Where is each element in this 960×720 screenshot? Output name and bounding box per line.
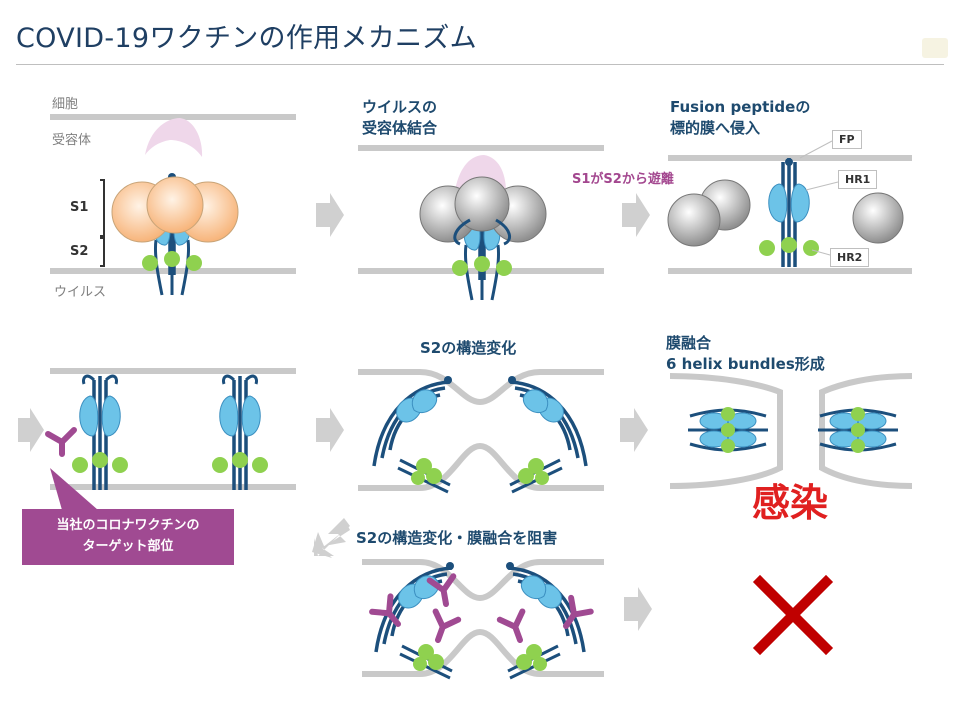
panel-fusion-inhibition xyxy=(362,559,604,680)
s1-brace xyxy=(100,179,105,237)
step-membrane-fusion-line1: 膜融合 xyxy=(666,334,712,352)
s1-subunit xyxy=(146,176,204,234)
vaccine-target-line2: ターゲット部位 xyxy=(82,539,174,554)
blocked-cross-icon xyxy=(752,574,834,656)
receptor-shape xyxy=(145,118,203,157)
title-divider xyxy=(16,64,944,65)
panel-vaccine-target-site xyxy=(45,368,296,510)
label-cell: 細胞 xyxy=(52,97,79,112)
step-receptor-binding-line1: ウイルスの xyxy=(362,98,438,116)
label-s1: S1 xyxy=(70,200,89,215)
step-fusion-peptide-line1: Fusion peptideの xyxy=(670,98,811,116)
step-fusion-inhibition: S2の構造変化・膜融合を阻害 xyxy=(356,529,558,547)
arrow-right-icon xyxy=(316,193,344,237)
step-receptor-binding: ウイルスの 受容体結合 xyxy=(362,97,437,139)
vaccine-target-line1: 当社のコロナワクチンの xyxy=(56,518,200,533)
vaccine-target-callout: 当社のコロナワクチンの ターゲット部位 xyxy=(22,509,234,565)
arrow-right-icon xyxy=(620,408,648,452)
step-fusion-peptide-line2: 標的膜へ侵入 xyxy=(670,119,761,137)
label-hr2: HR2 xyxy=(830,248,870,267)
label-fp: FP xyxy=(832,130,862,149)
arrow-right-icon xyxy=(316,408,344,452)
step-membrane-fusion-line2: 6 helix bundles形成 xyxy=(666,355,825,373)
panel-s2-structure-change xyxy=(358,369,604,494)
panel-fusion-peptide xyxy=(667,140,912,274)
s2-brace xyxy=(100,237,105,267)
step-receptor-binding-line2: 受容体結合 xyxy=(362,119,438,137)
arrow-down-left-icon xyxy=(314,518,350,556)
antibody-icon xyxy=(45,427,77,457)
panel-membrane-fusion xyxy=(669,373,913,489)
panel-virus-approach xyxy=(50,114,296,297)
corner-logo-mark xyxy=(922,38,948,58)
step-membrane-fusion: 膜融合 6 helix bundles形成 xyxy=(666,333,825,375)
label-s1-release: S1がS2から遊離 xyxy=(572,172,674,187)
label-virus: ウイルス xyxy=(54,285,107,300)
label-s2: S2 xyxy=(70,244,89,259)
step-s2-structure-change: S2の構造変化 xyxy=(420,339,517,357)
label-hr1: HR1 xyxy=(838,170,878,189)
slide-title: COVID-19ワクチンの作用メカニズム xyxy=(16,23,477,54)
label-receptor: 受容体 xyxy=(52,133,92,148)
arrow-right-icon xyxy=(622,193,650,237)
step-fusion-peptide: Fusion peptideの 標的膜へ侵入 xyxy=(670,97,810,139)
callout-pointer xyxy=(50,468,98,510)
arrow-right-icon xyxy=(18,408,44,452)
panel-receptor-binding xyxy=(358,145,604,302)
label-infection: 感染 xyxy=(752,481,829,525)
arrow-right-icon xyxy=(624,587,652,631)
